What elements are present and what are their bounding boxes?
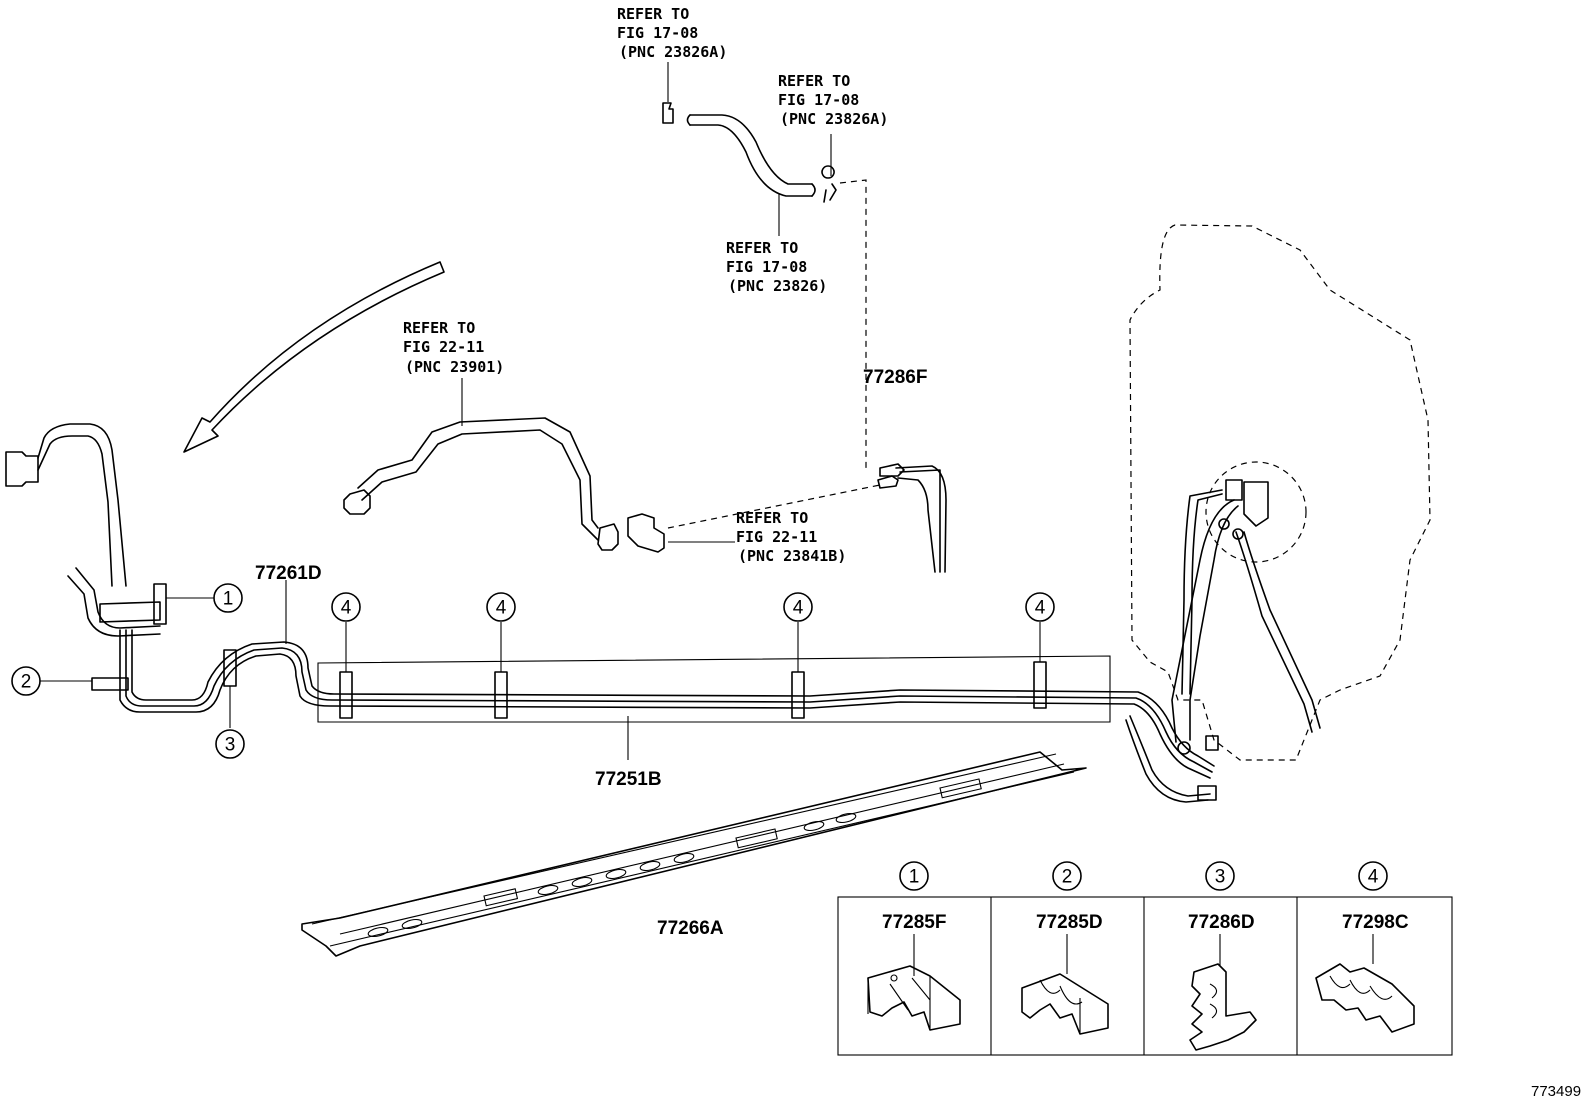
marker-3: 3 [215,729,245,759]
svg-text:3: 3 [225,735,236,756]
direction-arrow [183,261,445,453]
marker-4b: 4 [486,592,516,622]
legend-part-77286D: 77286D [1188,912,1255,933]
part-number-77286F: 77286F [863,367,927,388]
part-number-77261D: 77261D [255,563,322,584]
marker-1: 1 [213,583,243,613]
legend-part-77285F: 77285F [882,912,946,933]
legend-number-4: 4 [1358,861,1388,891]
left-pipe-assembly [5,423,287,691]
svg-text:2: 2 [21,672,32,693]
part-number-77266A: 77266A [657,918,724,939]
clamp-77286D-drawing [1189,934,1257,1051]
marker-4c: 4 [783,592,813,622]
svg-text:1: 1 [909,867,920,888]
marker-2: 2 [11,666,41,696]
svg-text:4: 4 [1035,598,1046,619]
svg-text:4: 4 [1368,867,1379,888]
legend-table [837,896,1453,1056]
part-number-77251B: 77251B [595,769,662,790]
main-pipe-bundle [119,629,1219,803]
clamp-77285F-drawing [867,934,961,1031]
clamps-type-4 [339,661,1047,719]
svg-text:4: 4 [793,598,804,619]
callout-refer-a: REFER TO FIG 17-08 (PNC 23826A) [617,5,727,61]
svg-text:3: 3 [1215,867,1226,888]
svg-text:4: 4 [496,598,507,619]
svg-text:2: 2 [1062,867,1073,888]
legend-number-1: 1 [899,861,929,891]
callout-refer-c: REFER TO FIG 17-08 (PNC 23826) [726,239,827,295]
marker-leaders [40,597,1041,760]
upper-hose-assembly [662,62,867,470]
protector-rail [301,751,1087,957]
legend-number-2: 2 [1052,861,1082,891]
legend-number-3: 3 [1205,861,1235,891]
callout-refer-d: REFER TO FIG 22-11 (PNC 23901) [403,319,504,376]
legend-part-77298C: 77298C [1342,912,1409,933]
clamp-77298C-drawing [1315,934,1415,1033]
upper-pipes [877,463,947,573]
rail-holes [367,778,982,938]
svg-text:4: 4 [341,598,352,619]
main-pipe-frame [317,655,1111,723]
marker-4d: 4 [1025,592,1055,622]
svg-text:1: 1 [223,589,234,610]
callout-refer-b: REFER TO FIG 17-08 (PNC 23826A) [778,72,888,128]
callout-refer-e: REFER TO FIG 22-11 (PNC 23841B) [736,509,846,565]
filler-hose [343,378,881,553]
legend-part-77285D: 77285D [1036,912,1103,933]
clamp-77285D-drawing [1021,934,1109,1035]
marker-4a: 4 [331,592,361,622]
figure-id: 773499 [1531,1083,1581,1099]
fuel-tank [1129,224,1431,761]
